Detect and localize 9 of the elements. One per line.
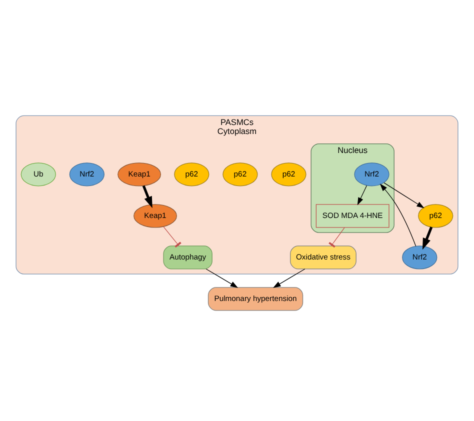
arrow: [422, 226, 433, 250]
connector: [328, 227, 345, 248]
arrow: [273, 268, 306, 288]
arrow: [357, 185, 368, 206]
arrow: [206, 268, 238, 288]
arrow: [380, 184, 416, 246]
arrow: [142, 185, 152, 208]
arrow: [384, 182, 424, 208]
connector: [163, 226, 182, 248]
